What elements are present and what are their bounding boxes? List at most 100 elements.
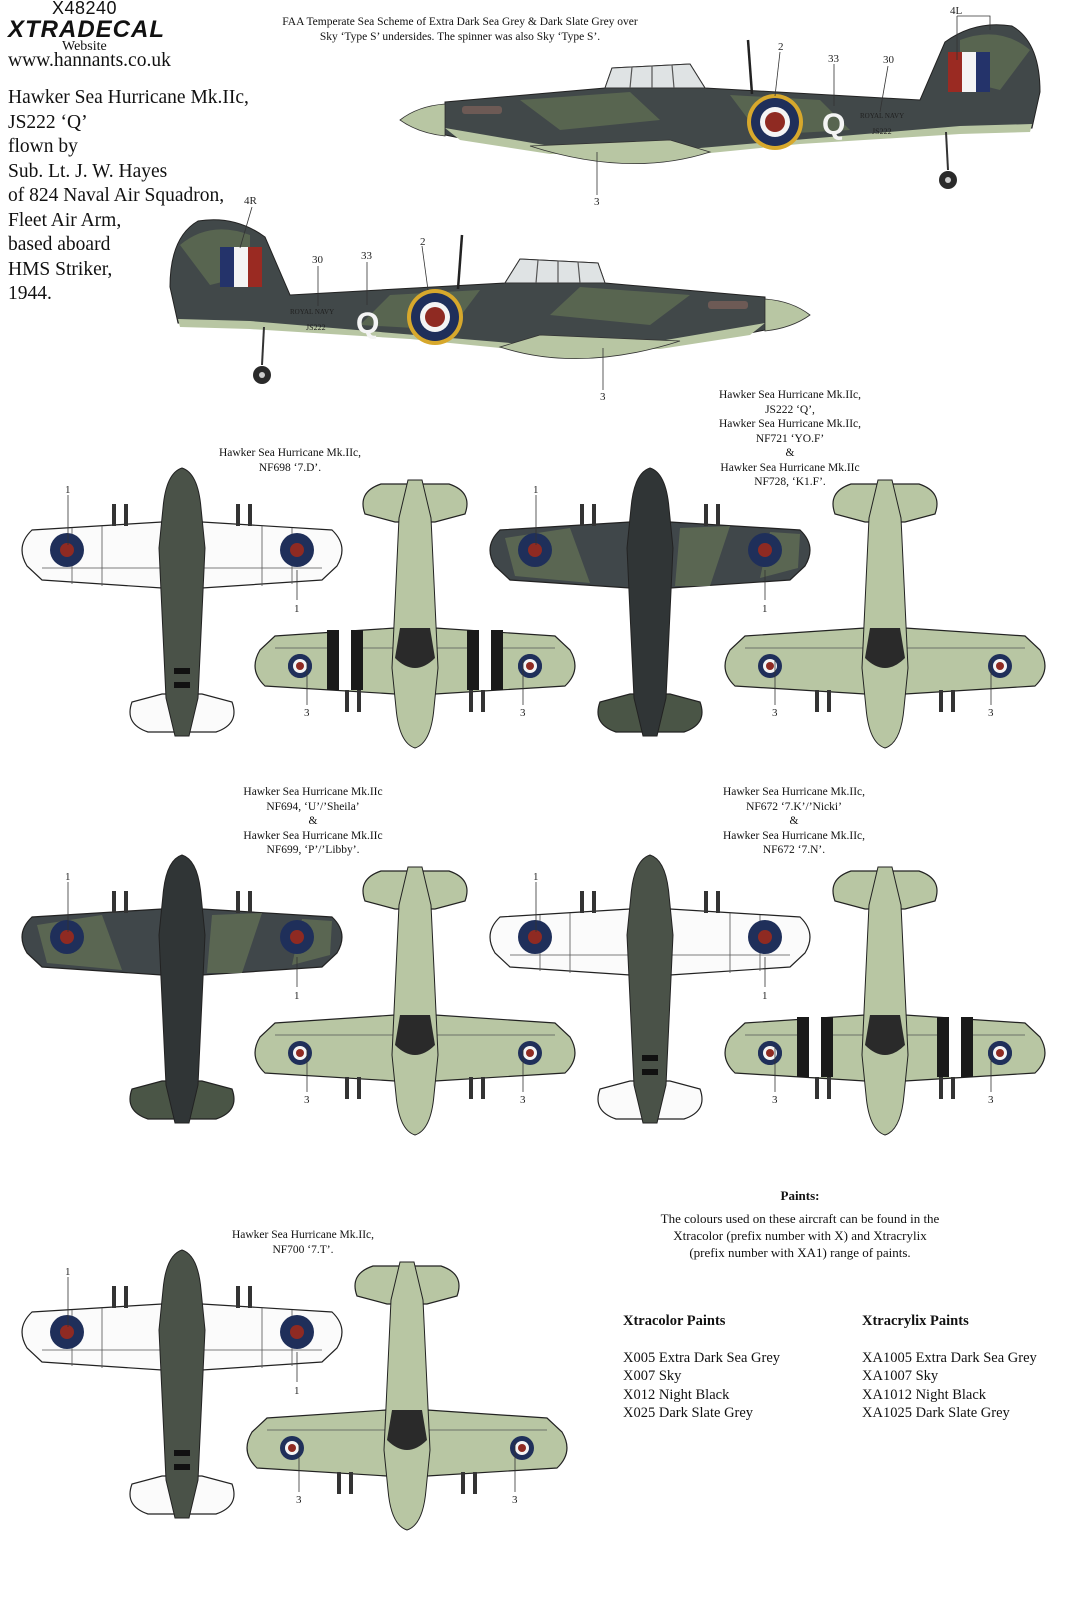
caption-line: & [785,447,795,459]
plan-view-upper-nf672 [490,855,810,1123]
callout-1: 1 [65,871,71,883]
serial-marking: JS222 [306,323,326,332]
xtracolor-paints-list: Xtracolor Paints X005 Extra Dark Sea Gre… [623,1312,780,1423]
paint-item: X005 Extra Dark Sea Grey [623,1349,781,1366]
paints-description: The colours used on these aircraft can b… [600,1210,1000,1261]
scheme-note-line: FAA Temperate Sea Scheme of Extra Dark S… [282,16,638,28]
callout-30: 30 [883,54,895,66]
caption-line: Hawker Sea Hurricane Mk.IIc [243,786,383,798]
plan-view-upper-nf698 [22,468,342,736]
intro-line: HMS Striker, [8,258,113,280]
callout-3: 3 [600,391,606,403]
callout-3: 3 [594,196,600,208]
caption-line: NF672 ‘7.N’. [762,844,826,856]
plan-callouts: 1 1 3 3 1 1 3 3 1 1 3 3 1 1 3 3 1 1 3 3 [65,484,994,1506]
caption-line: NF672 ‘7.K’/’Nicki’ [746,800,842,813]
callout-33: 33 [828,53,840,65]
aircraft-intro: Hawker Sea Hurricane Mk.IIc, JS222 ‘Q’ f… [8,86,249,307]
paints-text-line: The colours used on these aircraft can b… [660,1211,940,1226]
plan-view-upper-js222 [490,468,810,736]
kit-number: X48240 [52,0,118,18]
xtracolor-heading: Xtracolor Paints [623,1313,726,1329]
callout-3: 3 [988,707,994,719]
caption-line: Hawker Sea Hurricane Mk.IIc, [718,418,862,430]
serial-marking: JS222 [872,127,892,136]
website-label: Website [62,39,107,54]
caption-line: Hawker Sea Hurricane Mk.IIc [720,461,860,474]
intro-line: based aboard [8,234,111,255]
side-view-left-facing [398,23,1042,191]
caption-nf672-group: Hawker Sea Hurricane Mk.IIc, NF672 ‘7.K’… [694,785,894,858]
callout-2: 2 [778,41,784,53]
callout-3: 3 [988,1094,994,1106]
callout-1: 1 [533,484,539,496]
paints-text-line: Xtracolor (prefix number with X) and Xtr… [673,1228,927,1243]
royal-navy-marking: ROYAL NAVY [290,308,334,316]
callout-1: 1 [65,484,71,496]
callout-1: 1 [294,603,300,615]
caption-line: Hawker Sea Hurricane Mk.IIc, [722,829,866,842]
caption-line: Hawker Sea Hurricane Mk.IIc, [218,447,362,459]
paints-heading: Paints: [780,1188,820,1203]
caption-line: NF694, ‘U’/’Sheila’ [266,800,360,813]
callout-2: 2 [420,236,426,248]
intro-line: Hawker Sea Hurricane Mk.IIc, [8,87,249,108]
callout-3: 3 [512,1494,518,1506]
scheme-note-line: Sky ‘Type S’ undersides. The spinner was… [319,30,601,43]
brand-logo: XTRADECAL [8,16,165,43]
caption-line: JS222 ‘Q’, [765,403,815,416]
scheme-note: FAA Temperate Sea Scheme of Extra Dark S… [240,15,680,44]
xtracrylix-paints-list: Xtracrylix Paints XA1005 Extra Dark Sea … [862,1312,1037,1423]
caption-line: Hawker Sea Hurricane Mk.IIc [243,829,383,842]
callout-4l: 4L [950,5,963,17]
paints-text-line: (prefix number with XA1) range of paints… [689,1245,911,1260]
paint-item: XA1005 Extra Dark Sea Grey [862,1349,1037,1366]
callout-1: 1 [294,1385,300,1397]
caption-line: Hawker Sea Hurricane Mk.IIc, [722,786,866,798]
paint-item: X012 Night Black [623,1386,730,1403]
paint-item: XA1012 Night Black [862,1386,987,1403]
callout-1: 1 [533,871,539,883]
caption-line: NF728, ‘K1.F’. [754,476,826,488]
plan-view-upper-nf694 [22,855,342,1123]
callout-3: 3 [304,707,310,719]
intro-line: Sub. Lt. J. W. Hayes [8,160,168,182]
callout-3: 3 [304,1094,310,1106]
callout-30: 30 [312,254,324,266]
caption-nf698: Hawker Sea Hurricane Mk.IIc, NF698 ‘7.D’… [190,446,390,475]
paint-item: XA1025 Dark Slate Grey [862,1405,1010,1421]
plan-view-upper-nf700 [22,1250,342,1518]
callout-1: 1 [65,1266,71,1278]
callout-1: 1 [294,990,300,1002]
intro-line: 1944. [8,283,52,304]
callout-4r: 4R [244,195,258,207]
callout-3: 3 [772,707,778,719]
caption-line: NF699, ‘P’/’Libby’. [266,844,360,856]
caption-line: & [308,815,318,827]
callout-1: 1 [762,990,768,1002]
caption-js222-group: Hawker Sea Hurricane Mk.IIc, JS222 ‘Q’, … [690,388,890,490]
xtracrylix-heading: Xtracrylix Paints [862,1313,969,1329]
code-letter-q: Q [822,108,845,141]
callout-3: 3 [296,1494,302,1506]
paint-item: X025 Dark Slate Grey [623,1405,754,1421]
caption-nf700: Hawker Sea Hurricane Mk.IIc, NF700 ‘7.T’… [203,1228,403,1257]
paint-item: X007 Sky [623,1368,682,1384]
intro-line: JS222 ‘Q’ [8,111,88,133]
code-letter-q: Q [356,307,379,340]
caption-line: NF698 ‘7.D’. [258,461,322,474]
caption-line: & [789,815,799,827]
intro-line: of 824 Naval Air Squadron, [8,185,225,206]
caption-nf694-group: Hawker Sea Hurricane Mk.IIc NF694, ‘U’/’… [213,785,413,858]
callout-1: 1 [762,603,768,615]
callout-33: 33 [361,250,373,262]
callout-3: 3 [520,1094,526,1106]
callout-3: 3 [772,1094,778,1106]
intro-line: flown by [8,136,78,157]
caption-line: Hawker Sea Hurricane Mk.IIc, [231,1229,375,1241]
caption-line: Hawker Sea Hurricane Mk.IIc, [718,389,862,401]
caption-line: NF700 ‘7.T’. [272,1243,334,1256]
side-view-right-facing [168,218,812,386]
website-link[interactable]: www.hannants.co.uk [8,50,171,71]
